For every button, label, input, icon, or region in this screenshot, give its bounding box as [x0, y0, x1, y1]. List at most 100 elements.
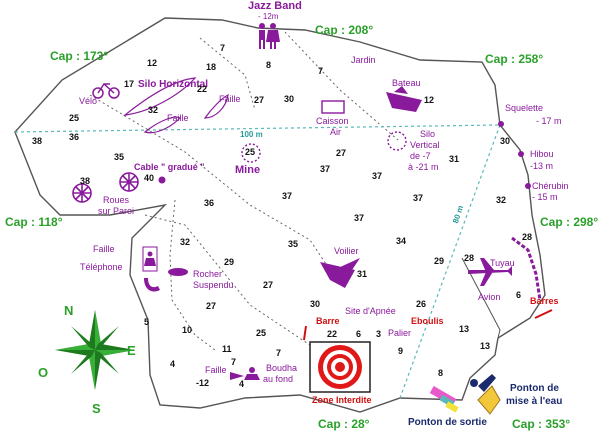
- label-telephone: Téléphone: [80, 262, 123, 272]
- depth-value: 37: [320, 164, 331, 174]
- depth-value: 27: [263, 280, 274, 290]
- label-boudha-1: Boudha: [266, 363, 298, 373]
- cap-298: Cap : 298°: [540, 215, 599, 229]
- label-ponton-sortie: Ponton de sortie: [408, 417, 487, 428]
- silo-vertical-icon: [387, 131, 407, 151]
- label-mine: Mine: [235, 164, 261, 176]
- depth-value: 40: [144, 173, 155, 183]
- depth-value: 7: [231, 357, 237, 367]
- label-faille-3: Faille: [93, 244, 115, 254]
- ponton-mise-icon: [470, 374, 501, 415]
- depth-value: 11: [222, 344, 232, 354]
- jazz-band-depth: - 12m: [258, 12, 279, 21]
- depth-value: 38: [80, 176, 91, 186]
- jazz-band-icon: [259, 23, 280, 49]
- depth-value: 6: [356, 329, 362, 339]
- wheels-icon: [72, 172, 139, 203]
- depth-value: 10: [182, 325, 193, 335]
- compass-o: O: [38, 365, 49, 380]
- label-site-apnee: Site d'Apnée: [345, 306, 396, 316]
- depth-value: 17: [124, 79, 135, 89]
- depth-value: 25: [69, 113, 80, 123]
- compass-s: S: [92, 401, 101, 416]
- label-cherubin: Chérubin: [532, 181, 569, 191]
- depth-value: 7: [220, 43, 226, 53]
- distance-line-100m: [14, 124, 501, 133]
- depth-value: 22: [197, 84, 208, 94]
- cap-258: Cap : 258°: [485, 52, 544, 66]
- depth-value: 35: [114, 152, 125, 162]
- depth-value: 30: [284, 94, 295, 104]
- depth-value: 30: [500, 136, 511, 146]
- voilier-icon: [320, 258, 360, 288]
- depth-value: 7: [318, 66, 324, 76]
- depth-value: 5: [144, 317, 150, 327]
- label-air: Air: [330, 127, 341, 137]
- depth-value: 27: [206, 301, 217, 311]
- depth-value: 32: [180, 237, 191, 247]
- squelette-marker: [498, 121, 504, 127]
- label-jardin: Jardin: [351, 55, 376, 65]
- boudha-icon: [230, 367, 260, 380]
- depth-minus-12: -12: [196, 378, 210, 388]
- label-voilier: Voilier: [334, 246, 359, 256]
- hibou-marker: [518, 151, 524, 157]
- depth-value: 37: [354, 213, 365, 223]
- label-faille-1: Faille: [219, 94, 241, 104]
- telephone-person-icon: [142, 246, 160, 292]
- mine-depth: 25: [245, 147, 256, 157]
- mine-icon: [241, 143, 261, 163]
- depth-value: 9: [398, 346, 404, 356]
- label-ponton-mise-1: Ponton de: [510, 383, 559, 394]
- depth-value: 25: [256, 328, 267, 338]
- bicycle-icon: [92, 82, 120, 99]
- tuyau-icon: [511, 236, 542, 301]
- label-faille-4: Faille: [205, 365, 227, 375]
- label-tuyau: Tuyau: [490, 258, 515, 268]
- distance-line-80m: [399, 124, 501, 399]
- caisson-icon: [321, 100, 345, 114]
- compass-rose-icon: [55, 310, 135, 390]
- label-avion: Avion: [478, 292, 501, 302]
- silo-horizontal-icon: [122, 77, 197, 116]
- label-silo-v4: à -21 m: [408, 162, 439, 172]
- label-silo-v2: Vertical: [410, 140, 440, 150]
- dotted-route: [89, 94, 331, 271]
- label-roues-2: sur Paroi: [98, 206, 135, 216]
- label-100m: 100 m: [240, 130, 263, 139]
- label-hibou: Hibou: [530, 149, 554, 159]
- depth-value: 36: [204, 198, 215, 208]
- cap-173: Cap : 173°: [50, 49, 109, 63]
- dotted-route: [169, 199, 216, 351]
- depth-value: 22: [327, 329, 338, 339]
- depth-value: 31: [449, 154, 460, 164]
- depth-value: 38: [32, 136, 43, 146]
- compass-n: N: [64, 303, 74, 318]
- depth-value: 32: [148, 105, 159, 115]
- label-eboulis: Eboulis: [411, 316, 444, 326]
- depth-value: 32: [496, 195, 507, 205]
- depth-value: 7: [276, 348, 282, 358]
- compass-e: E: [127, 343, 136, 358]
- dotted-route: [144, 214, 311, 346]
- inner-pier-line: [461, 257, 501, 339]
- depth-value: 30: [310, 299, 321, 309]
- target-icon: [309, 341, 371, 393]
- jazz-band-label: Jazz Band: [248, 0, 302, 12]
- depth-value: 8: [266, 60, 272, 70]
- label-cable: Cable " gradué ": [134, 162, 205, 172]
- depth-value: 31: [357, 269, 368, 279]
- depth-value: 34: [396, 236, 407, 246]
- depth-value: 27: [336, 148, 347, 158]
- cap-353: Cap : 353°: [512, 417, 571, 431]
- depth-value: 6: [516, 290, 522, 300]
- barre-marker: [303, 325, 307, 341]
- depth-value: 13: [459, 324, 470, 334]
- label-zone-interdite: Zone Interdite: [312, 395, 372, 405]
- depth-value: 13: [480, 341, 491, 351]
- cap-28: Cap : 28°: [318, 417, 370, 431]
- depth-value: 27: [254, 95, 265, 105]
- depth-value: 4: [170, 359, 176, 369]
- depth-value: 18: [206, 62, 217, 72]
